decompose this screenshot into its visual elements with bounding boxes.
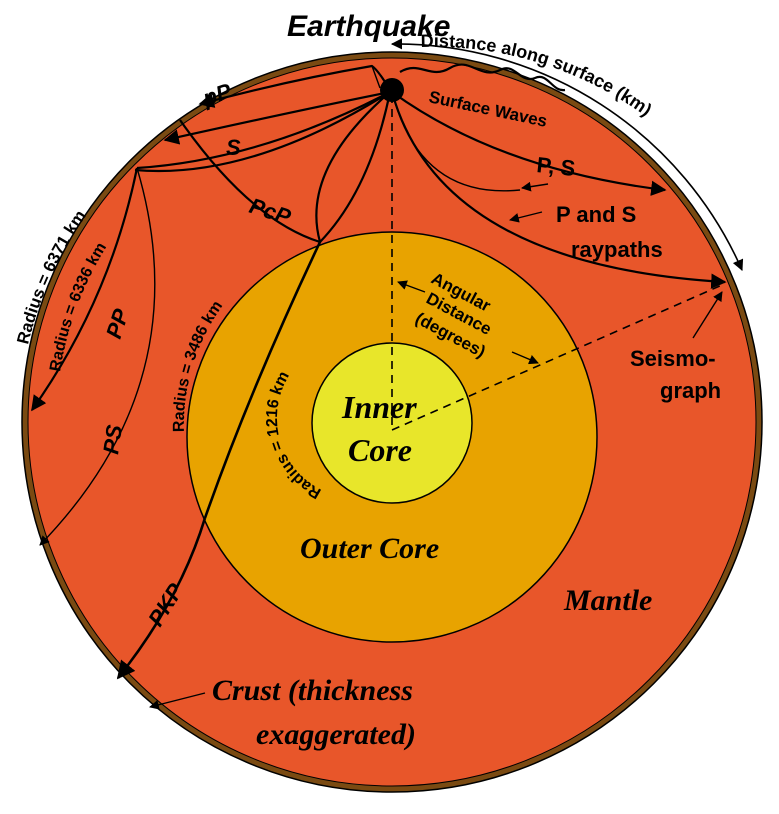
- label-raypaths: raypaths: [571, 237, 663, 262]
- label-S: S: [226, 135, 241, 160]
- ray-PKP-outer-core: [203, 241, 322, 519]
- label-crust-line1: Crust (thickness: [212, 674, 413, 707]
- pointer-seismograph: [692, 291, 723, 339]
- pointer-raypaths: [509, 211, 543, 223]
- label-crust-line2: exaggerated): [256, 718, 416, 751]
- distance-arc: [390, 38, 744, 272]
- label-graph: graph: [660, 378, 721, 403]
- ray-pP: [198, 64, 391, 108]
- ray-S: [163, 90, 391, 145]
- pointer-P-S: [521, 181, 549, 192]
- ray-P-bounce-left: [136, 91, 391, 170]
- label-P-S: P, S: [535, 152, 576, 181]
- label-core: Core: [348, 432, 412, 468]
- label-outer-core: Outer Core: [300, 532, 439, 565]
- label-seismo: Seismo-: [630, 346, 716, 371]
- pointer-angular-bottom: [511, 351, 539, 365]
- label-p-and-s: P and S: [556, 202, 636, 227]
- ray-PP: [31, 167, 139, 412]
- earthquake-focus-icon: [380, 78, 404, 102]
- ray-PKP-mantle: [319, 91, 392, 243]
- label-mantle: Mantle: [563, 584, 652, 617]
- title-earthquake: Earthquake: [287, 10, 450, 43]
- label-inner: Inner: [341, 389, 417, 425]
- ray-pP-reflection: [371, 65, 381, 89]
- pointer-angular-top: [397, 280, 426, 293]
- ray-PS: [39, 167, 156, 546]
- pointer-crust: [149, 692, 206, 710]
- label-PS: PS: [98, 423, 127, 456]
- ray-PKP-lower-mantle: [116, 517, 207, 680]
- seismograph-dashed-radius: [391, 284, 723, 431]
